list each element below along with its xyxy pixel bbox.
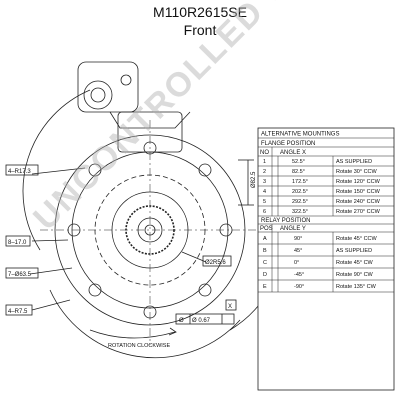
- rotation-label: ROTATION CLOCKWISE: [108, 343, 170, 349]
- table-title: ALTERNATIVE MOUNTINGS: [261, 132, 339, 138]
- dim-hole-diameter: 7–Ø63.5: [8, 272, 32, 278]
- relay-row-angle: -90°: [294, 284, 304, 290]
- flange-row-no: 6: [263, 209, 266, 215]
- datum-box: [225, 299, 237, 311]
- tolerance-frame: [175, 313, 235, 325]
- relay-row-pos: C: [263, 260, 267, 266]
- relay-row-note: Rotate 45° CW: [336, 260, 374, 266]
- flange-row-note: Rotate 150° CCW: [336, 189, 381, 195]
- solenoid-terminal-inner: [90, 87, 106, 103]
- flange-row-angle: 322.5°: [292, 209, 308, 215]
- relay-row-pos: D: [263, 272, 267, 278]
- dim-pcd: Ø2R5.6: [205, 260, 226, 266]
- flange-row-note: AS SUPPLIED: [336, 159, 372, 165]
- dim-radius-holes: 4–R17.3: [8, 169, 31, 175]
- flange-col-angle: ANGLE X: [280, 150, 306, 156]
- bolt-hole: [88, 283, 102, 297]
- flange-row-no: 4: [263, 189, 266, 195]
- relay-row-angle: -45°: [294, 272, 304, 278]
- bolt-hole: [198, 163, 212, 177]
- relay-row-pos: E: [263, 284, 267, 290]
- flange-row-no: 3: [263, 179, 266, 185]
- dim-tolerance: Ø 0.67: [192, 318, 211, 324]
- relay-col-pos: POS: [260, 226, 273, 232]
- flange-row-angle: 52.5°: [292, 159, 305, 165]
- dim-datum: X: [228, 304, 232, 310]
- outer-housing-arc-bottom: [49, 289, 241, 359]
- relay-row-angle: 90°: [294, 236, 302, 242]
- relay-row-angle: 45°: [294, 248, 302, 254]
- dimension-box: [202, 255, 232, 267]
- alternative-mountings-table: ALTERNATIVE MOUNTINGS FLANGE POSITION NO…: [257, 127, 395, 391]
- flange-section-title: FLANGE POSITION: [261, 141, 315, 147]
- solenoid-terminal: [83, 80, 113, 110]
- relay-row-note: Rotate 90° CW: [336, 272, 374, 278]
- rotation-arrowhead: [168, 327, 177, 336]
- dimension-box: [5, 267, 39, 279]
- dimension-box: [5, 235, 31, 247]
- rotation-arrow: [89, 329, 176, 339]
- dim-tolerance-symbol: Ø: [179, 318, 184, 324]
- flange-row-angle: 172.5°: [292, 179, 308, 185]
- bolt-hole: [198, 283, 212, 297]
- flange-row-angle: 292.5°: [292, 199, 308, 205]
- dim-slots: 8–17.0: [8, 240, 27, 246]
- leader-line: [31, 167, 86, 175]
- relay-row-angle: 0°: [294, 260, 299, 266]
- solenoid-stud: [120, 74, 132, 86]
- flange-row-angle: 82.5°: [292, 169, 305, 175]
- flange-row-no: 2: [263, 169, 266, 175]
- outer-housing-arc: [22, 89, 91, 251]
- part-number-title: M110R2615SE: [153, 4, 247, 20]
- relay-col-angle: ANGLE Y: [280, 226, 306, 232]
- relay-row-note: Rotate 45° CCW: [336, 236, 378, 242]
- solenoid-bracket: [109, 111, 191, 129]
- flange-row-note: Rotate 270° CCW: [336, 209, 381, 215]
- bolt-hole: [88, 163, 102, 177]
- relay-row-note: Rotate 135° CW: [336, 284, 377, 290]
- flange-row-note: Rotate 30° CCW: [336, 169, 378, 175]
- solenoid-body: [77, 61, 139, 113]
- flange-row-note: Rotate 120° CCW: [336, 179, 381, 185]
- flange-row-no: 5: [263, 199, 266, 205]
- relay-row-note: AS SUPPLIED: [336, 248, 372, 254]
- flange-row-no: 1: [263, 159, 266, 165]
- relay-row-pos: B: [263, 248, 267, 254]
- flange-col-no: NO: [260, 150, 269, 156]
- dim-vertical: Ø82.5: [251, 171, 257, 188]
- relay-section-title: RELAY POSITION: [261, 218, 310, 224]
- dimension-box: [5, 304, 33, 316]
- leader-line: [31, 239, 69, 242]
- flange-row-angle: 202.5°: [292, 189, 308, 195]
- pinion-gear-outline: [125, 205, 175, 255]
- leader-line: [29, 267, 73, 275]
- leader-line: [181, 251, 207, 263]
- dimension-box: [5, 164, 39, 176]
- leader-line: [31, 299, 71, 311]
- relay-row-pos: A: [263, 236, 267, 242]
- flange-row-note: Rotate 240° CCW: [336, 199, 381, 205]
- view-title: Front: [183, 22, 217, 38]
- dim-radius-small: 4–R7.5: [8, 309, 28, 315]
